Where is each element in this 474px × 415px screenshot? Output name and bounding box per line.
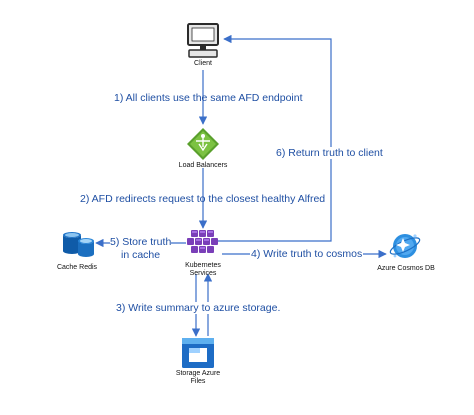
cosmos-db-icon xyxy=(389,234,421,258)
storage-files-icon xyxy=(182,338,214,368)
storage-label-line1: Storage Azure xyxy=(175,370,221,377)
edge-label-step1: 1) All clients use the same AFD endpoint xyxy=(114,92,303,104)
storage-label-line2: Files xyxy=(190,378,206,385)
cosmos-label: Azure Cosmos DB xyxy=(377,265,435,272)
client-label: Client xyxy=(194,60,212,67)
edge-label-step5-line1: 5) Store truth xyxy=(110,236,172,248)
kubernetes-label-line1: Kubernetes xyxy=(185,262,221,269)
edge-label-step2: 2) AFD redirects request to the closest … xyxy=(80,193,326,205)
cache-redis-label: Cache Redis xyxy=(56,264,98,271)
load-balancer-icon xyxy=(187,128,219,160)
edge-step6 xyxy=(215,34,332,242)
kubernetes-services-icon xyxy=(187,230,218,253)
edges xyxy=(95,34,387,337)
edge-label-step5-line2: in cache xyxy=(121,249,161,261)
load-balancers-label: Load Balancers xyxy=(178,162,228,169)
monitor-icon xyxy=(187,23,219,58)
edge-label-step4: 4) Write truth to cosmos xyxy=(250,248,364,260)
kubernetes-label-line2: Services xyxy=(189,270,217,277)
edge-label-step6: 6) Return truth to client xyxy=(275,147,384,159)
redis-cache-icon xyxy=(63,232,94,257)
edge-label-step3: 3) Write summary to azure storage. xyxy=(115,302,282,314)
